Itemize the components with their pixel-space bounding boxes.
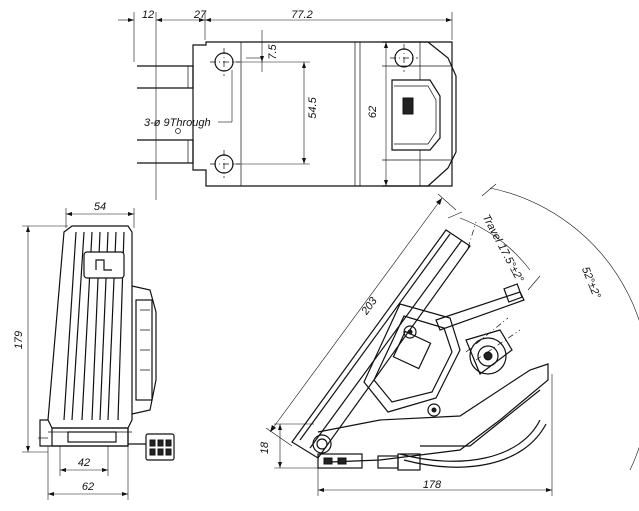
top-view: 12 27 77.2 7.5 54.5 62 3-ø 9Through <box>118 9 457 200</box>
dim-54-5: 54.5 <box>307 96 319 118</box>
dim-77-2: 77.2 <box>291 9 312 21</box>
travel-angle: Travel 17.5°±2° <box>480 213 526 286</box>
dim-12: 12 <box>142 9 154 21</box>
hole-note: 3-ø 9Through <box>144 117 211 129</box>
pedal-angle: 52°±2° <box>579 265 603 301</box>
dim-178: 178 <box>423 479 442 491</box>
dim-42: 42 <box>78 457 90 469</box>
dim-54: 54 <box>94 201 106 213</box>
angled-view: 203 Travel 17.5°±2° 52°±2° 18 178 <box>259 183 639 496</box>
dim-203: 203 <box>359 295 381 318</box>
dim-27: 27 <box>193 9 207 21</box>
dim-62-side: 62 <box>82 481 94 493</box>
dim-179: 179 <box>13 331 25 349</box>
dim-62-top: 62 <box>367 106 379 118</box>
side-view: 54 179 42 62 <box>13 201 175 500</box>
dim-7-5: 7.5 <box>267 43 279 59</box>
dim-18: 18 <box>259 441 271 454</box>
